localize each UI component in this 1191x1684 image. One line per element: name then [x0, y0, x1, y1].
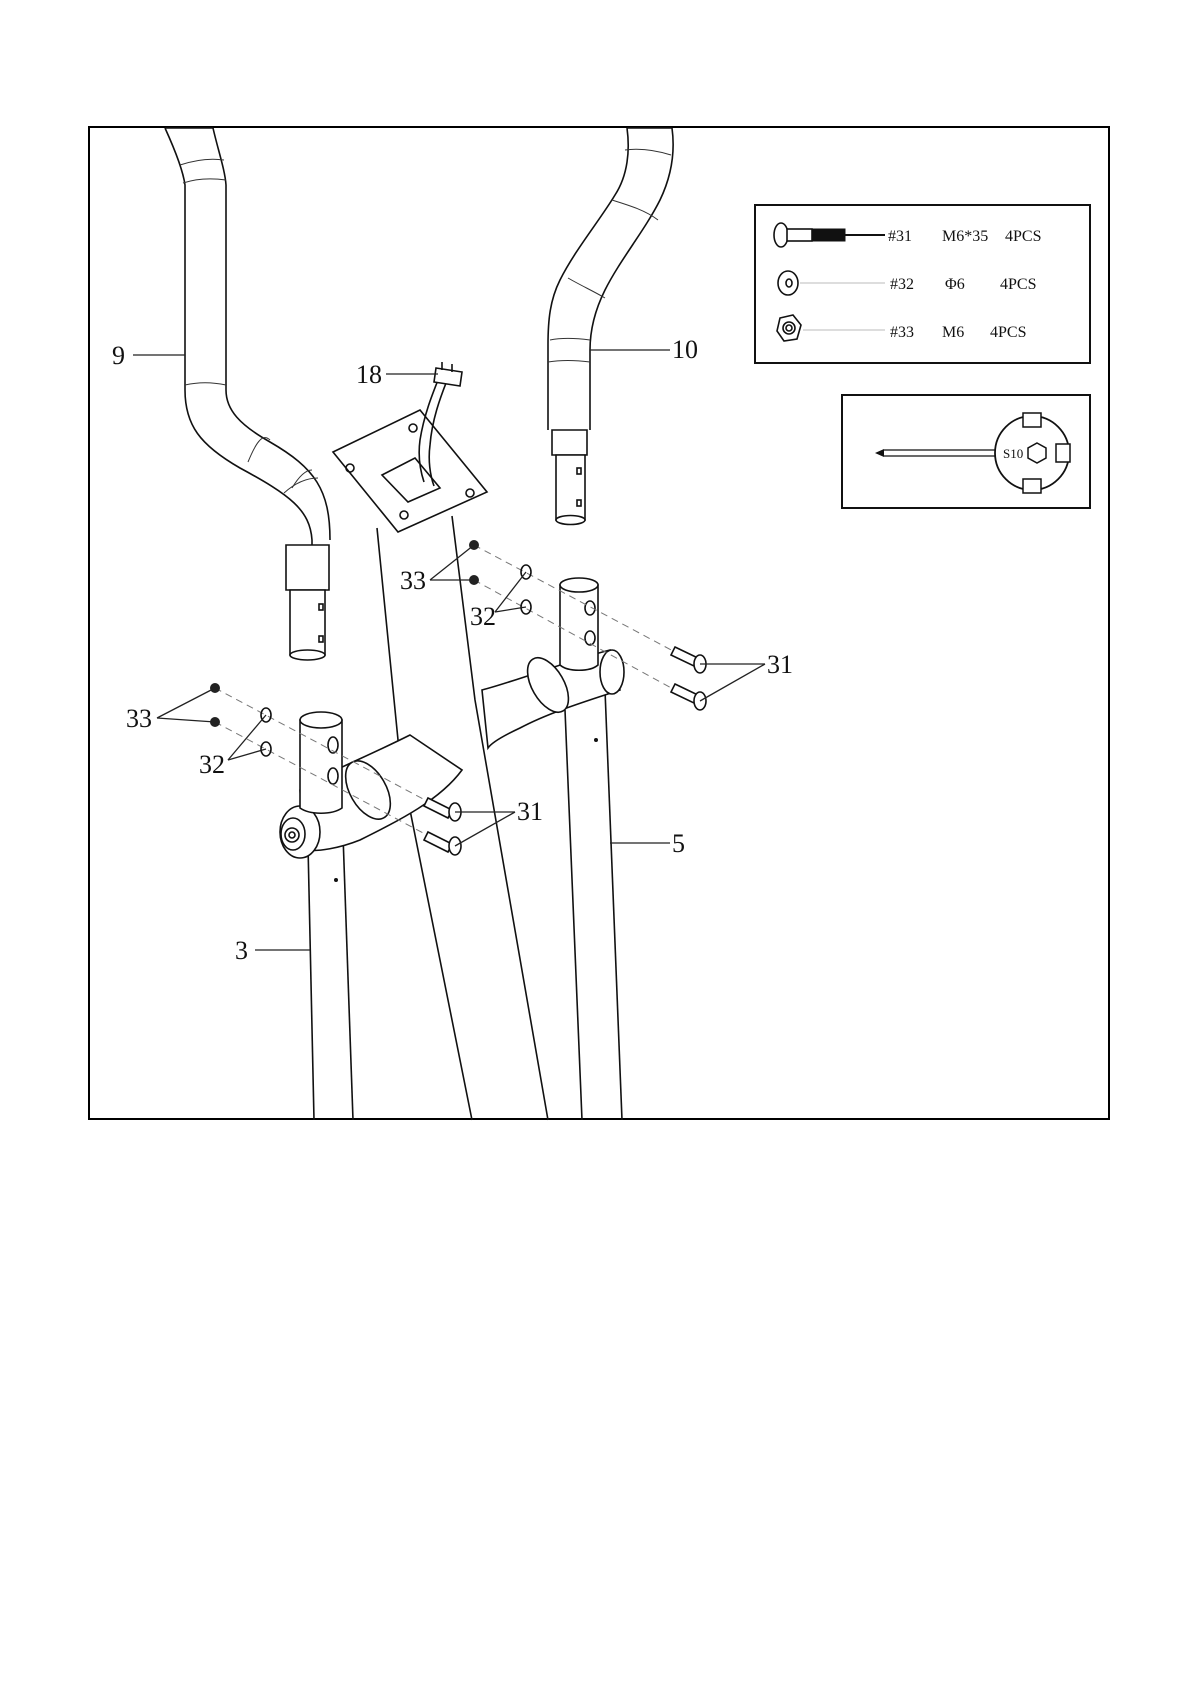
callout-18: 18: [356, 360, 382, 389]
callout-32-left: 32: [199, 750, 225, 779]
callout-5: 5: [672, 829, 685, 858]
hw-row-3-part: #33: [890, 324, 914, 341]
callout-31-right: 31: [767, 650, 793, 679]
hw-row-2-part: #32: [890, 276, 914, 293]
handlebar-10: [548, 128, 673, 525]
callout-31-left: 31: [517, 797, 543, 826]
hw-row-1-part: #31: [888, 228, 912, 245]
tool-box: S10: [842, 395, 1090, 508]
hw-row-3-size: M6: [942, 324, 964, 341]
hw-row-2-qty: 4PCS: [1000, 276, 1036, 293]
callout-10: 10: [672, 335, 698, 364]
hw-row-1-qty: 4PCS: [1005, 228, 1041, 245]
callout-33-upper: 33: [400, 566, 426, 595]
hw-row-3-qty: 4PCS: [990, 324, 1026, 341]
hardware-legend-box: #31 M6*35 4PCS #32 Φ6 4PCS #33 M6 4PCS: [755, 205, 1090, 363]
upright-3: [280, 712, 462, 1120]
callout-9: 9: [112, 341, 125, 370]
handlebar-9: [165, 128, 330, 660]
callout-3: 3: [235, 936, 248, 965]
hw-row-2-size: Φ6: [945, 276, 965, 293]
upright-5: [482, 578, 624, 1120]
callout-32-upper: 32: [470, 602, 496, 631]
hw-row-1-size: M6*35: [942, 228, 988, 245]
tool-label: S10: [1003, 446, 1023, 461]
callout-33-left: 33: [126, 704, 152, 733]
